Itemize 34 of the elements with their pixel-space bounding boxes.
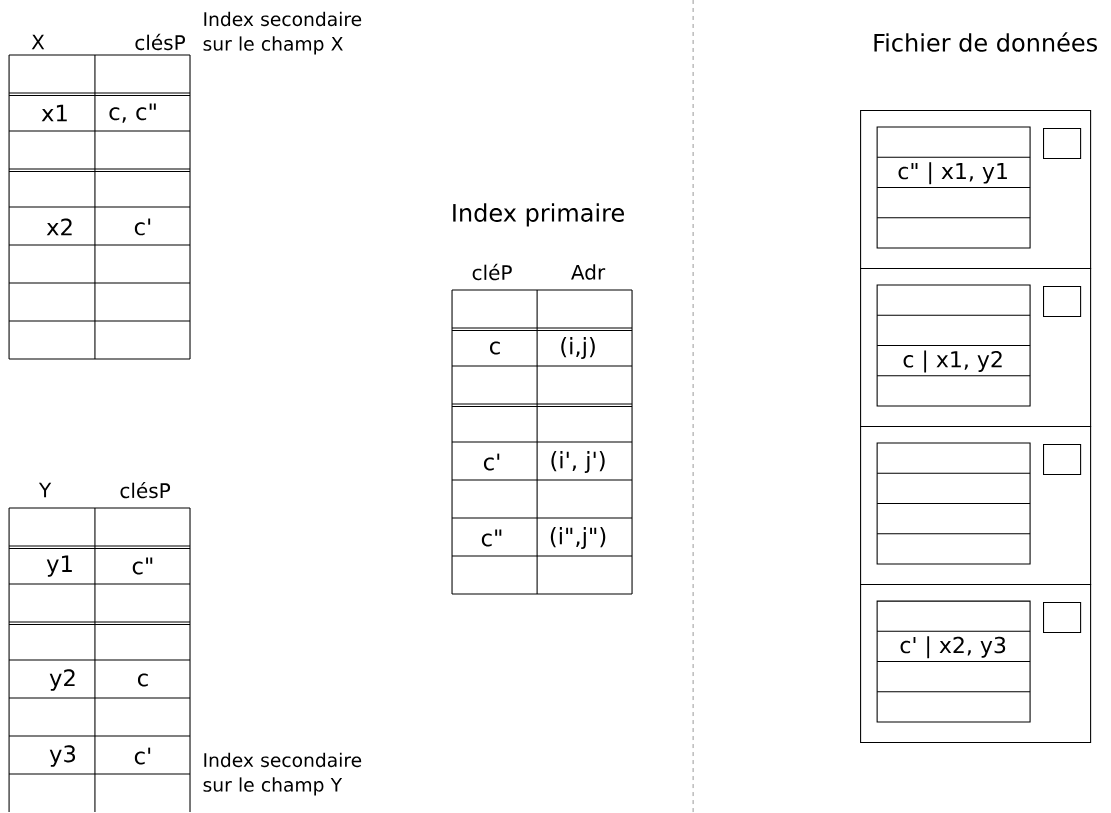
table-entry: c bbox=[137, 673, 148, 687]
section-heading: Fichier de données bbox=[874, 32, 1097, 52]
table-entry: c" bbox=[132, 557, 153, 575]
column-header: cléP bbox=[472, 263, 512, 281]
small-square bbox=[1043, 285, 1082, 318]
table-entry: y1 bbox=[46, 555, 72, 577]
table-entry: c' bbox=[134, 747, 151, 765]
record-block: c" | x1, y1 bbox=[860, 109, 1092, 270]
table-entry: (i', j') bbox=[551, 451, 605, 473]
table-entry: y3 bbox=[49, 745, 76, 767]
table-entry: c, c" bbox=[109, 103, 156, 123]
table-entry: c" bbox=[481, 529, 502, 547]
annotation-text: Index secondaire sur le champ X bbox=[203, 11, 362, 55]
table-entry: c bbox=[490, 341, 500, 355]
table-entry: (i",j") bbox=[550, 527, 606, 549]
table-entry: x1 bbox=[41, 104, 67, 122]
section-heading: Index primaire bbox=[453, 203, 624, 227]
column-header: Y bbox=[38, 482, 52, 498]
table-entry: c' bbox=[134, 218, 151, 236]
table-entry: x2 bbox=[46, 218, 72, 236]
small-square bbox=[1043, 602, 1082, 634]
column-header: Adr bbox=[571, 264, 606, 280]
annotation-text: Index secondaire sur le champ Y bbox=[203, 752, 362, 796]
table-entry: (i,j) bbox=[561, 337, 595, 359]
column-header: clésP bbox=[120, 481, 171, 499]
column-header: X bbox=[31, 34, 45, 50]
small-square bbox=[1043, 443, 1082, 476]
record-block: c' | x2, y3 bbox=[860, 584, 1092, 744]
table-entry: c' bbox=[483, 453, 500, 471]
table-entry: y2 bbox=[49, 669, 75, 691]
empty-record-block bbox=[860, 425, 1092, 586]
record-block: c | x1, y2 bbox=[860, 267, 1092, 428]
column-header: clésP bbox=[135, 33, 185, 51]
small-square bbox=[1043, 127, 1082, 160]
